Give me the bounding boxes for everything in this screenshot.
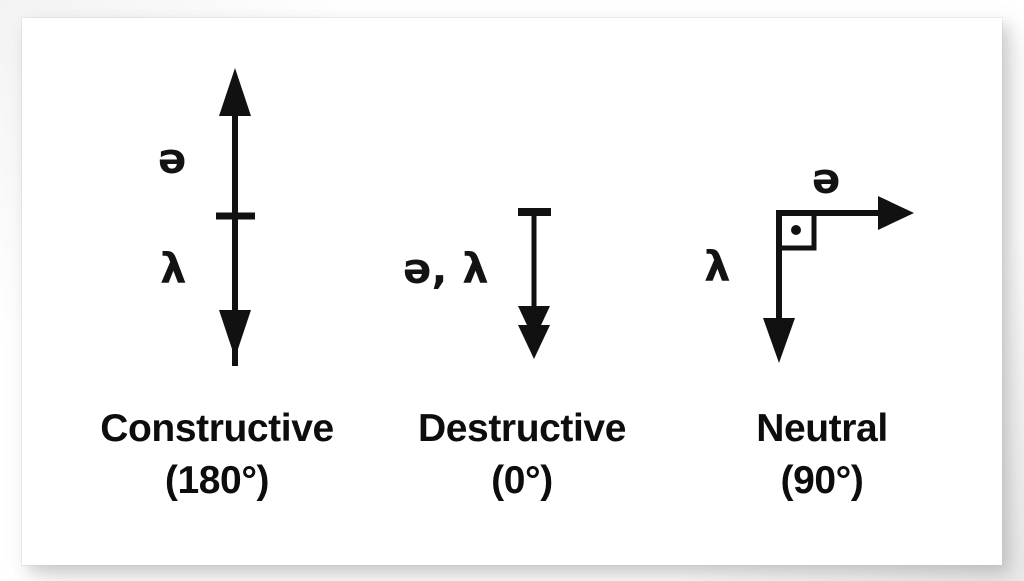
panel-constructive: ə λ Constructive (180°) bbox=[52, 18, 382, 565]
caption-name-destructive: Destructive bbox=[417, 407, 627, 450]
right-angle-marker-icon bbox=[776, 210, 817, 251]
down-arrow-with-cap-icon bbox=[518, 208, 551, 359]
caption-angle-constructive: (180°) bbox=[164, 459, 270, 503]
panel-neutral-art: ə λ bbox=[662, 18, 982, 398]
panel-destructive-art: ə, λ bbox=[377, 18, 667, 398]
vector-label-schwa-horizontal: ə bbox=[812, 154, 841, 203]
caption-name-neutral: Neutral bbox=[756, 407, 888, 450]
center-dot-icon bbox=[791, 225, 801, 235]
vector-label-lambda-vertical: λ bbox=[704, 242, 731, 291]
panel-destructive: ə, λ Destructive (0°) bbox=[377, 18, 667, 565]
vector-label-lambda-lower: λ bbox=[160, 244, 187, 293]
panel-group: ə λ Constructive (180°) bbox=[22, 18, 1002, 565]
double-headed-arrow-icon bbox=[216, 68, 255, 366]
perpendicular-arrows-icon bbox=[763, 196, 914, 363]
vector-label-schwa-upper: ə bbox=[158, 134, 187, 183]
panel-neutral: ə λ Neutral (90°) bbox=[662, 18, 982, 565]
vector-label-schwa-lambda: ə, λ bbox=[403, 244, 489, 293]
panel-constructive-caption: Constructive (180°) bbox=[52, 403, 382, 508]
panel-neutral-caption: Neutral (90°) bbox=[662, 403, 982, 508]
caption-angle-neutral: (90°) bbox=[780, 459, 864, 503]
panel-constructive-art: ə λ bbox=[52, 18, 382, 398]
caption-angle-destructive: (0°) bbox=[491, 459, 553, 503]
panel-destructive-caption: Destructive (0°) bbox=[377, 403, 667, 508]
figure-card: ə λ Constructive (180°) bbox=[22, 18, 1002, 565]
caption-name-constructive: Constructive bbox=[100, 407, 334, 450]
